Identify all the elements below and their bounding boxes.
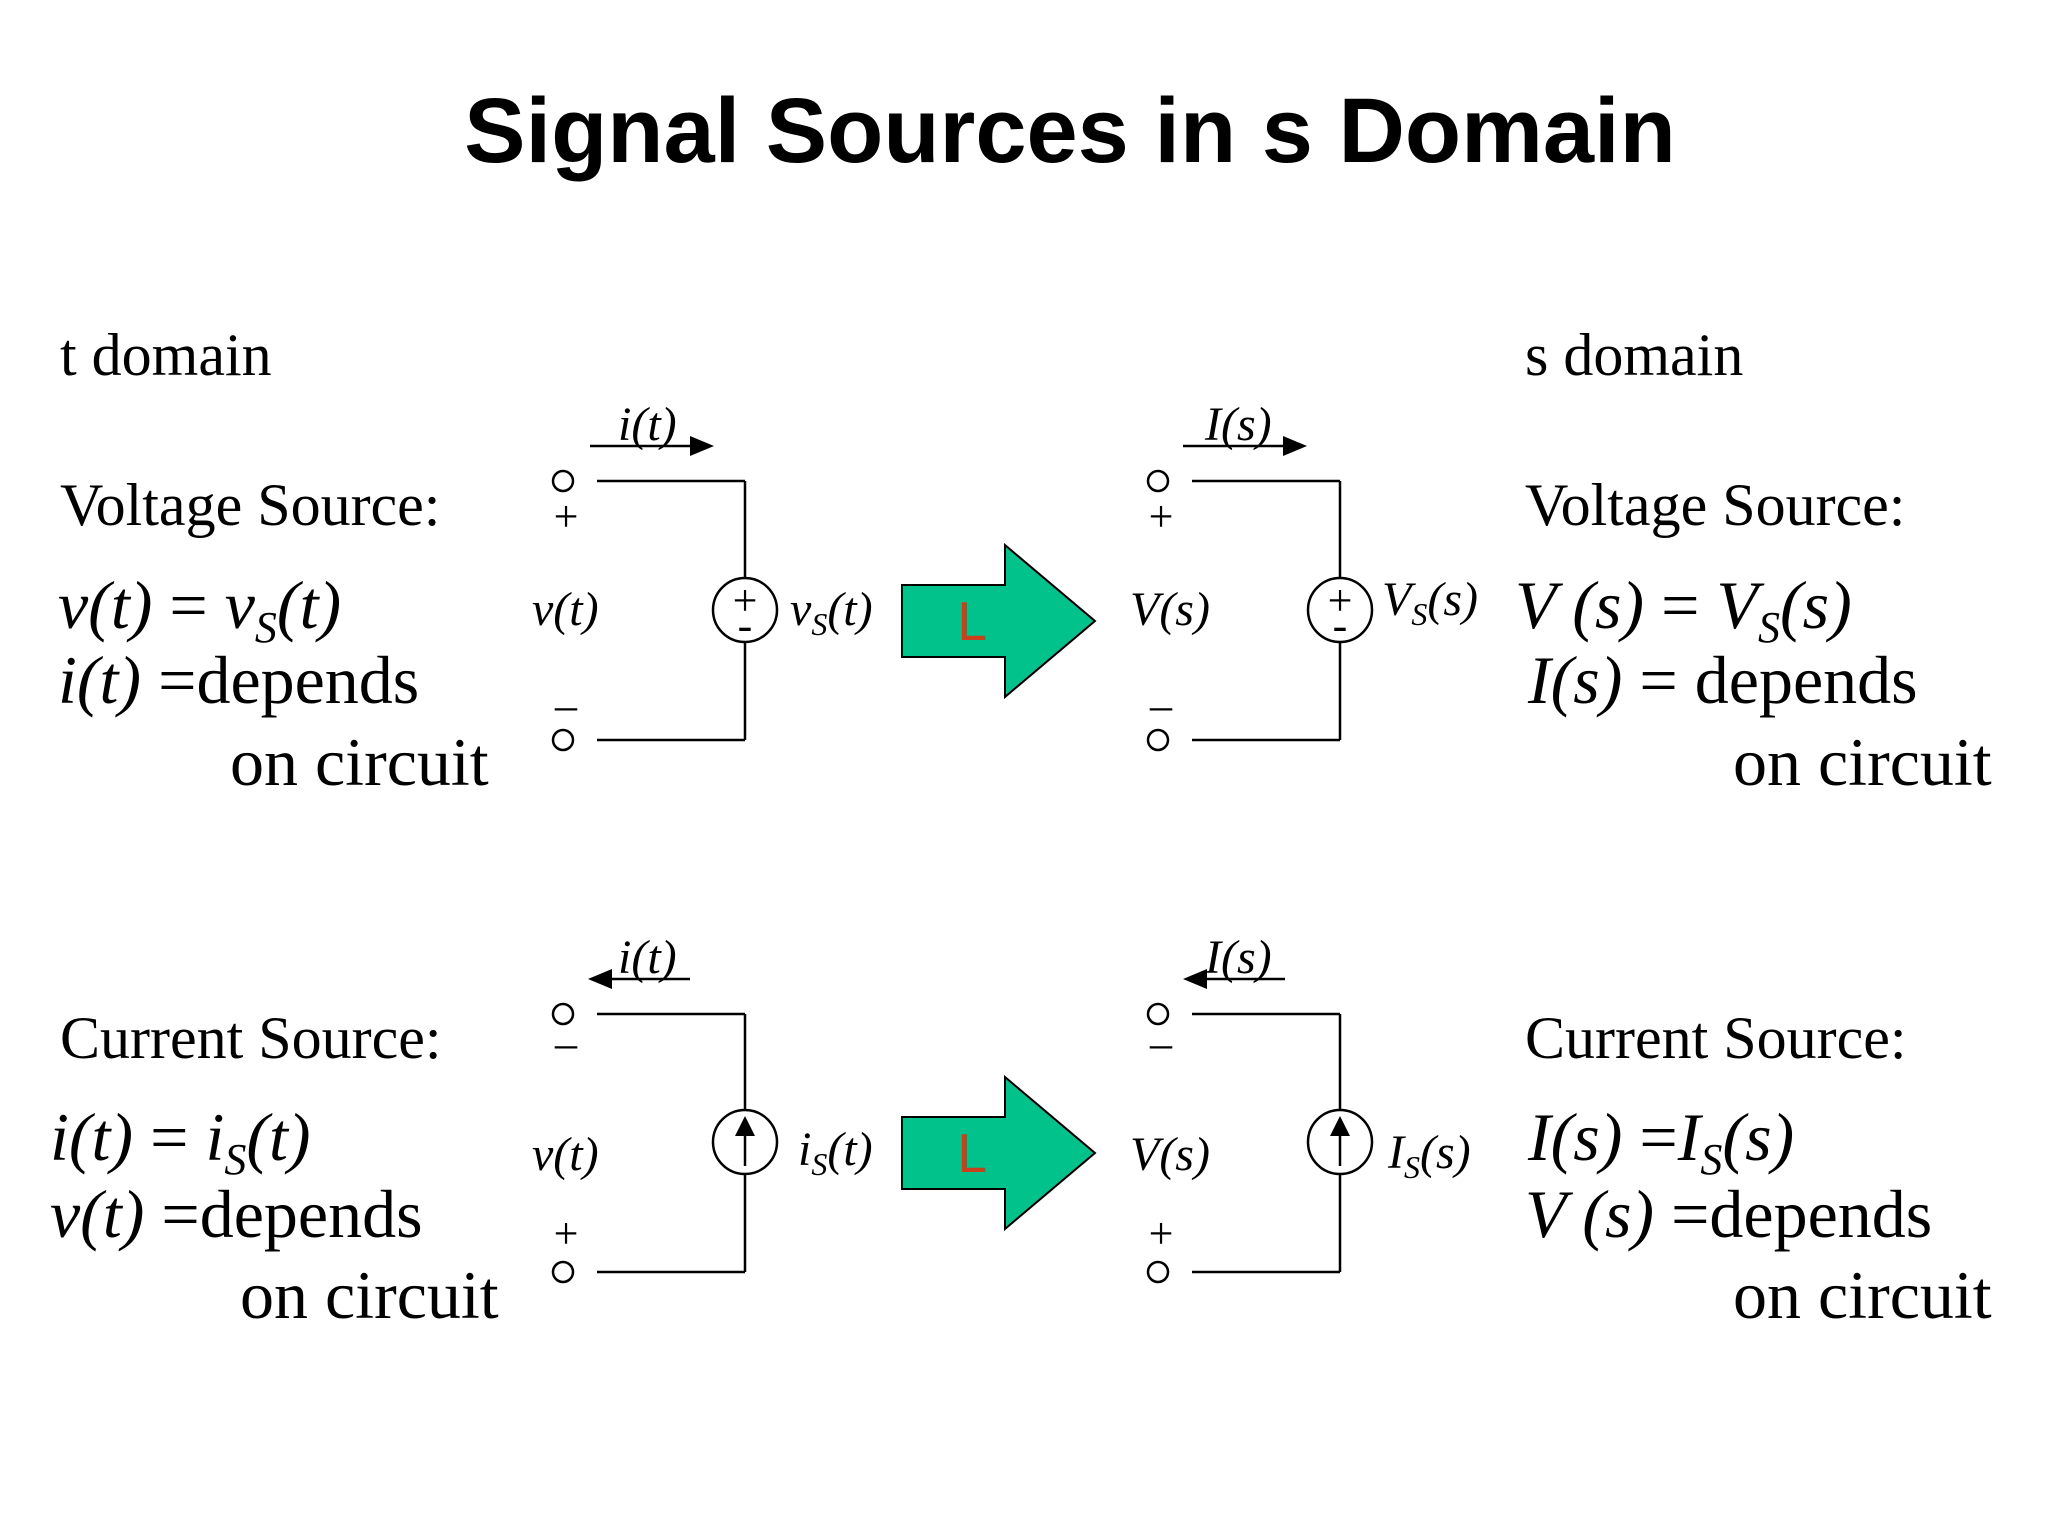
bottom-terminal-sign: –: [1149, 681, 1173, 730]
terminal-top: [1146, 1002, 1170, 1026]
port-voltage-label: v(t): [532, 583, 599, 636]
voltage-s-equation-2-cont: on circuit: [1733, 724, 1992, 800]
current-label: I(s): [1204, 398, 1272, 451]
source-arrow-head: [1330, 1116, 1350, 1136]
voltage-source-heading-t: Voltage Source:: [60, 472, 440, 538]
current-s-equation-1: I(s) =IS(s): [1527, 1099, 1794, 1184]
voltage-t-equation-2-cont: on circuit: [230, 724, 489, 800]
voltage-t-equation-2: i(t) =depends: [58, 642, 419, 718]
current-arrow-left: [1183, 969, 1207, 989]
current-source-heading-t: Current Source:: [60, 1005, 442, 1071]
terminal-bottom: [1146, 1260, 1170, 1284]
top-terminal-sign: –: [554, 1019, 578, 1068]
current-arrow-left: [588, 969, 612, 989]
top-terminal-sign: +: [1149, 492, 1174, 541]
terminal-bottom: [551, 1260, 575, 1284]
current-t-equation-2: v(t) =depends: [50, 1176, 423, 1252]
terminal-top: [551, 469, 575, 493]
current-t-circuit: i(t) – + v(t) iS(t): [532, 931, 873, 1284]
port-voltage-label: v(t): [532, 1128, 599, 1181]
port-voltage-label: V(s): [1130, 583, 1210, 636]
current-s-circuit: I(s) – + V(s) IS(s): [1130, 931, 1471, 1284]
source-plus-sign: +: [733, 576, 758, 625]
voltage-s-circuit: + - I(s) + – V(s) VS(s): [1130, 398, 1478, 752]
current-source-symbol: [711, 1108, 779, 1176]
source-arrow-head: [735, 1116, 755, 1136]
terminal-bottom: [1146, 728, 1170, 752]
current-s-equation-2: V (s) =depends: [1525, 1176, 1932, 1252]
laplace-symbol: L: [956, 1125, 987, 1185]
source-value-label: IS(s): [1387, 1126, 1471, 1185]
slide-title: Signal Sources in s Domain: [464, 80, 1676, 182]
source-value-label: iS(t): [798, 1123, 873, 1182]
laplace-transform-arrow-voltage: L: [901, 542, 1097, 700]
port-voltage-label: V(s): [1130, 1128, 1210, 1181]
voltage-source-symbol: [1306, 576, 1374, 644]
current-t-equation-2-cont: on circuit: [240, 1257, 499, 1333]
voltage-t-circuit: + - i(t) + – v(t) vS(t): [532, 398, 873, 752]
current-s-equation-2-cont: on circuit: [1733, 1257, 1992, 1333]
current-label: I(s): [1204, 931, 1272, 984]
current-source-symbol: [1306, 1108, 1374, 1176]
current-arrow-right: [1283, 436, 1307, 456]
t-domain-heading: t domain: [60, 322, 272, 388]
current-label: i(t): [618, 931, 677, 984]
source-plus-sign: +: [1328, 576, 1353, 625]
s-domain-heading: s domain: [1525, 322, 1743, 388]
top-terminal-sign: –: [1149, 1019, 1173, 1068]
current-t-equation-1: i(t) = iS(t): [50, 1099, 311, 1184]
voltage-s-equation-2: I(s) = depends: [1527, 642, 1918, 718]
source-value-label: vS(t): [790, 583, 873, 642]
bottom-terminal-sign: –: [554, 681, 578, 730]
laplace-symbol: L: [956, 593, 987, 653]
current-arrow-right: [690, 436, 714, 456]
current-source-heading-s: Current Source:: [1525, 1005, 1907, 1071]
laplace-transform-arrow-current: L: [901, 1074, 1097, 1232]
bottom-terminal-sign: +: [554, 1209, 579, 1258]
voltage-source-heading-s: Voltage Source:: [1525, 472, 1905, 538]
terminal-bottom: [551, 728, 575, 752]
source-value-label: VS(s): [1382, 573, 1478, 632]
bottom-terminal-sign: +: [1149, 1209, 1174, 1258]
top-terminal-sign: +: [554, 492, 579, 541]
source-minus-sign: -: [1333, 601, 1348, 650]
voltage-t-equation-1: v(t) = vS(t): [58, 567, 341, 652]
voltage-s-equation-1: V (s) = VS(s): [1515, 567, 1852, 652]
current-label: i(t): [618, 398, 677, 451]
terminal-top: [551, 1002, 575, 1026]
terminal-top: [1146, 469, 1170, 493]
voltage-source-symbol: [711, 576, 779, 644]
source-minus-sign: -: [738, 601, 753, 650]
